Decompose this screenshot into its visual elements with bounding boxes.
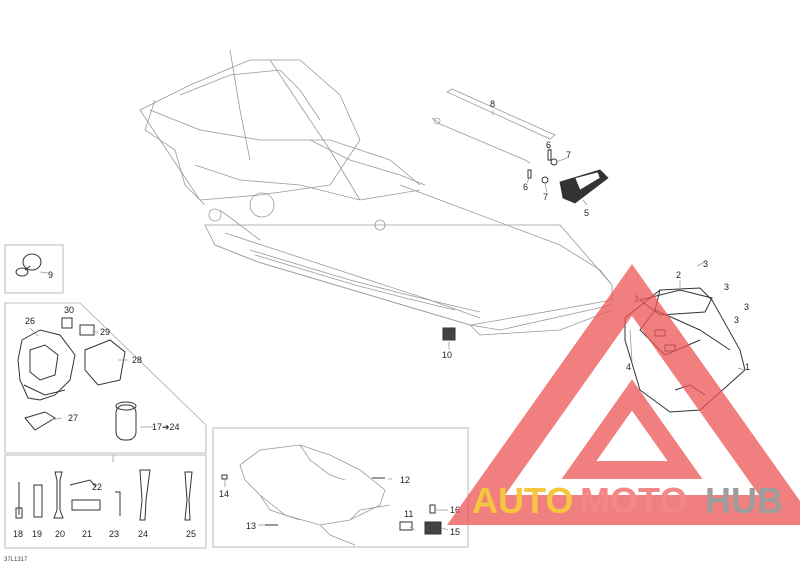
callout-2: 2 [676, 270, 681, 280]
callout-18: 18 [13, 529, 23, 539]
callout-7-b: 7 [543, 192, 548, 202]
callout-11: 11 [404, 509, 413, 519]
callout-9: 9 [48, 270, 53, 280]
callout-19: 19 [32, 529, 42, 539]
diagram-code: 37L1317 [4, 557, 28, 563]
part-8-strip [431, 88, 556, 164]
watermark-auto: AUTO [472, 480, 573, 521]
callout-8: 8 [490, 99, 495, 109]
small-fasteners [527, 149, 558, 184]
callout-12: 12 [400, 475, 410, 485]
callout-30: 30 [64, 305, 74, 315]
callout-24: 24 [138, 529, 148, 539]
part-9-mirror [15, 253, 42, 277]
callout-29: 29 [100, 327, 110, 337]
callout-6-b: 6 [523, 182, 528, 192]
callout-21: 21 [82, 529, 92, 539]
callout-28: 28 [132, 355, 142, 365]
callout-23: 23 [109, 529, 119, 539]
tools-group [15, 469, 193, 521]
chassis-frame [139, 49, 613, 336]
callout-4: 4 [626, 362, 631, 372]
callout-5: 5 [584, 208, 589, 218]
part-26-toolbag [17, 329, 76, 401]
part-10-clip [442, 327, 456, 341]
watermark-triangle-icon [446, 264, 800, 525]
callout-13: 13 [246, 521, 256, 531]
snowmobile-outline [239, 444, 391, 546]
callout-3-b: 3 [724, 282, 729, 292]
callout-22: 22 [92, 482, 102, 492]
part-5-light [559, 169, 609, 204]
inset-box-snowmobile [212, 427, 469, 548]
callout-3-d: 3 [734, 315, 739, 325]
callout-15: 15 [450, 527, 460, 537]
watermark-hub: HUB [705, 480, 783, 521]
callout-10: 10 [442, 350, 452, 360]
inset-box-26-30 [4, 302, 207, 454]
part-27-strap [24, 411, 56, 431]
watermark-moto: MOTO [580, 480, 687, 521]
callout-3-a: 3 [703, 259, 708, 269]
watermark-logo: AUTO MOTO HUB [446, 264, 800, 525]
callout-20: 20 [55, 529, 65, 539]
inset-box-tools [4, 454, 207, 549]
callout-6-a: 6 [546, 140, 551, 150]
leader-lines [29, 110, 746, 531]
callout-7-a: 7 [566, 150, 571, 160]
part-28-panel [84, 339, 126, 386]
part-29-30-clips [61, 317, 95, 336]
callout-labels: 1 2 3 3 3 3 3 4 5 6 6 7 7 8 9 10 11 12 1… [4, 99, 750, 563]
parts-11-16 [221, 474, 442, 535]
callout-27: 27 [68, 413, 78, 423]
callout-25: 25 [186, 529, 196, 539]
callout-14: 14 [219, 489, 229, 499]
callout-26: 26 [25, 316, 35, 326]
part-17-cylinder [115, 401, 137, 441]
callout-17: 17➔24 [152, 422, 180, 432]
callout-3-c: 3 [744, 302, 749, 312]
inset-box-9 [4, 244, 64, 294]
callout-16: 16 [450, 505, 460, 515]
callout-1: 1 [745, 362, 750, 372]
